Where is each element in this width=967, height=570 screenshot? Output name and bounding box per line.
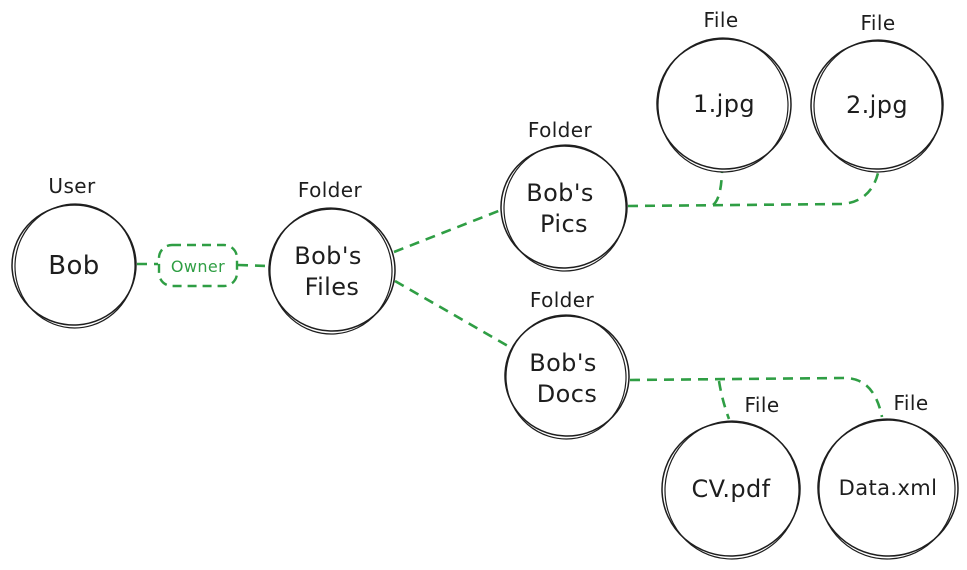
- node-cv-pdf-type-label: File: [744, 393, 779, 417]
- edges-layer: [137, 171, 884, 420]
- node-bobs-pics: Folder Bob's Pics: [500, 118, 628, 272]
- node-file-1jpg-circle-overdraw: [657, 37, 789, 173]
- edge-owner-files: [237, 263, 269, 268]
- node-bobs-pics-type-label: Folder: [528, 118, 593, 142]
- node-cv-pdf: File CV.pdf: [661, 393, 801, 560]
- edge-docs-cvpdf: [717, 380, 731, 420]
- node-bobs-files-type-label: Folder: [298, 178, 363, 202]
- edge-files-docs: [394, 279, 509, 348]
- node-bobs-docs-circle: [504, 315, 630, 437]
- node-bobs-files-label-line1: Bob's: [294, 242, 361, 270]
- node-data-xml-circle: [817, 419, 959, 557]
- node-bob-label: Bob: [48, 251, 99, 281]
- node-bobs-docs-circle-overdraw: [505, 314, 627, 440]
- node-bobs-pics-circle: [500, 145, 628, 269]
- owner-edge-pill: [157, 243, 239, 288]
- node-file-1jpg-circle: [656, 38, 792, 170]
- node-bobs-docs-label: Bob's Docs: [529, 349, 605, 408]
- node-file-1jpg-type-label: File: [703, 8, 738, 32]
- node-bob-circle: [11, 204, 137, 326]
- node-file-1jpg: File 1.jpg: [656, 8, 792, 173]
- edge-docs-dataxml: [629, 376, 884, 418]
- node-bobs-docs-label-line2: Docs: [537, 380, 597, 408]
- node-bobs-docs: Folder Bob's Docs: [504, 288, 630, 440]
- node-bob-type-label: User: [48, 174, 96, 198]
- owner-edge-label: Owner: [171, 257, 225, 276]
- node-bobs-pics-label: Bob's Pics: [526, 179, 602, 238]
- node-bobs-files: Folder Bob's Files: [268, 178, 396, 335]
- node-bobs-pics-label-line1: Bob's: [526, 179, 593, 207]
- node-cv-pdf-circle-overdraw: [664, 420, 800, 560]
- node-bobs-docs-type-label: Folder: [530, 288, 595, 312]
- node-cv-pdf-circle: [661, 421, 801, 557]
- node-bobs-pics-circle-overdraw: [503, 144, 627, 272]
- node-file-2jpg: File 2.jpg: [810, 11, 944, 173]
- node-file-2jpg-label: 2.jpg: [846, 91, 908, 119]
- node-data-xml-circle-overdraw: [818, 418, 956, 560]
- node-bobs-files-circle: [268, 208, 396, 332]
- node-data-xml-type-label: File: [893, 391, 928, 415]
- edge-files-pics: [393, 208, 502, 254]
- edge-pics-1jpg: [712, 171, 724, 207]
- node-file-2jpg-circle: [810, 40, 944, 170]
- node-file-1jpg-label: 1.jpg: [693, 90, 755, 118]
- node-bobs-files-label-line2: Files: [305, 273, 360, 301]
- node-bobs-files-label: Bob's Files: [294, 242, 370, 301]
- node-bobs-files-circle-overdraw: [269, 207, 393, 335]
- node-file-2jpg-type-label: File: [860, 11, 895, 35]
- node-bob: User Bob: [11, 174, 137, 329]
- node-bob-circle-overdraw: [14, 203, 136, 329]
- node-bobs-docs-label-line1: Bob's: [529, 349, 596, 377]
- node-cv-pdf-label: CV.pdf: [691, 475, 770, 503]
- edge-pics-2jpg: [627, 172, 880, 208]
- node-bobs-pics-label-line2: Pics: [540, 210, 588, 238]
- node-data-xml: File Data.xml: [817, 391, 959, 560]
- node-file-2jpg-circle-overdraw: [813, 39, 943, 173]
- node-data-xml-label: Data.xml: [839, 476, 938, 500]
